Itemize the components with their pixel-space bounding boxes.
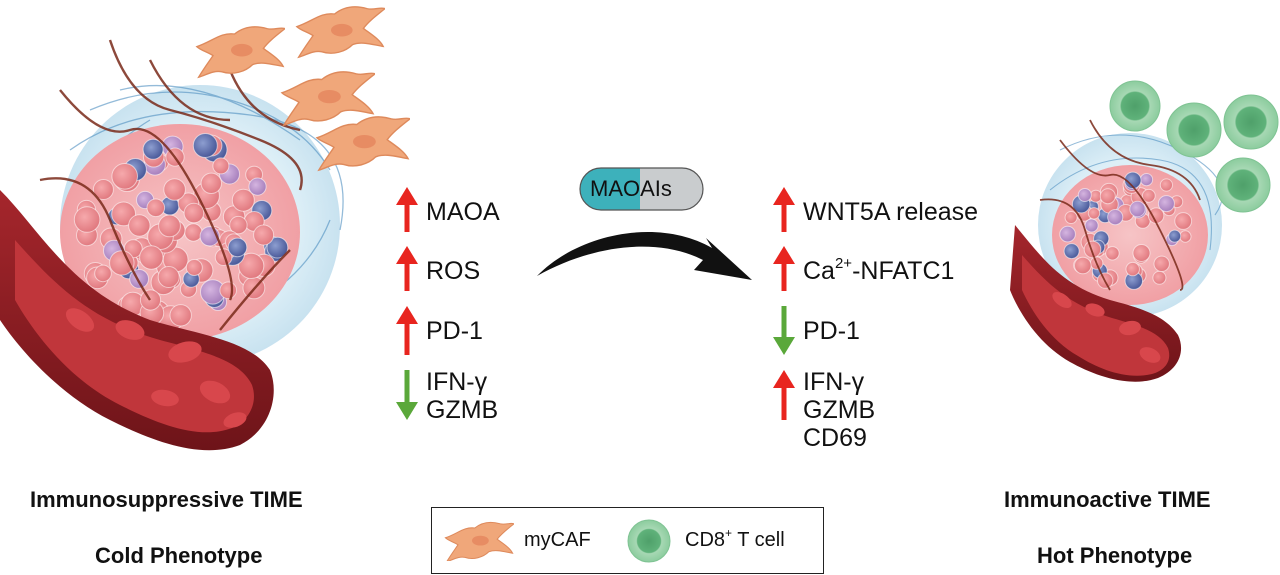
tumor-cell [1124, 171, 1142, 190]
up-arrow-icon [396, 187, 418, 232]
up-arrow-icon [396, 246, 418, 291]
tumor-cell [184, 223, 203, 242]
tumor-cell [227, 237, 248, 258]
left-marker-ros: ROS [426, 257, 481, 285]
right-marker-ca-nfatc1: Ca2+-NFATC1 [803, 254, 955, 285]
tumor-cell [1152, 270, 1167, 285]
tumor-cell [266, 236, 289, 259]
tumor-cell [1153, 255, 1170, 272]
tumor-cell [109, 250, 135, 276]
left-tumor-illustration [0, 39, 344, 451]
tumor-cell [139, 289, 162, 311]
right-marker-pd1: PD-1 [803, 317, 860, 345]
tumor-cell [111, 201, 136, 227]
tumor-cell [212, 157, 230, 175]
treatment-arrow [537, 232, 752, 280]
right-tumor-illustration [1010, 119, 1223, 382]
tumor-cell [1077, 188, 1092, 202]
right-marker-ifng: IFN-γ [803, 368, 865, 396]
right-marker-gzmb: GZMB [803, 396, 876, 424]
legend-label-cd8-t-cell: CD8+ T cell [685, 526, 785, 551]
tumor-cell [200, 172, 223, 195]
tumor-cell [94, 264, 112, 283]
tumor-cell [92, 179, 114, 200]
left-marker-ifng: IFN-γ [426, 368, 488, 396]
fibroblast-icon [444, 521, 514, 561]
tumor-cell [139, 245, 164, 270]
t-cell-icon [627, 519, 671, 563]
tumor-cell [192, 133, 218, 158]
tumor-cell [185, 259, 203, 276]
up-arrow-icon [773, 370, 795, 420]
up-arrow-icon [773, 246, 795, 291]
tumor-cell [229, 215, 248, 235]
maoai-pill-icon [579, 167, 704, 211]
up-arrow-icon [396, 306, 418, 355]
tumor-cell [1063, 243, 1080, 260]
tumor-cell [1107, 209, 1124, 226]
tumor-cell [1179, 230, 1192, 243]
tumor-cell [253, 224, 275, 246]
tumor-cell [142, 138, 164, 160]
tumor-cell [73, 206, 101, 233]
legend: myCAF CD8+ T cell [431, 507, 824, 574]
tumor-cell [111, 163, 138, 190]
right-panel-title: Immunoactive TIME [1004, 487, 1211, 512]
tumor-cell [219, 281, 237, 300]
tumor-cell [157, 266, 180, 288]
tumor-cell [1064, 211, 1078, 224]
tumor-cell [1125, 261, 1140, 277]
marker-arrows [396, 187, 795, 420]
left-marker-gzmb: GZMB [426, 396, 499, 424]
tumor-cell [1105, 246, 1120, 261]
tumor-cell [1074, 256, 1092, 275]
down-arrow-icon [773, 306, 795, 355]
tumor-cell [1129, 200, 1146, 218]
tumor-cell [128, 214, 151, 237]
tumor-cell [214, 248, 233, 267]
tumor-cell [1087, 207, 1101, 220]
down-arrow-icon [396, 370, 418, 420]
left-marker-pd1: PD-1 [426, 317, 483, 345]
tumor-cell [158, 214, 181, 238]
right-marker-cd69: CD69 [803, 424, 867, 452]
tumor-cell [163, 178, 186, 201]
tumor-cell [231, 188, 255, 212]
tumor-cell [1168, 229, 1182, 243]
tumor-cell [1139, 173, 1154, 187]
right-panel-subtitle: Hot Phenotype [1037, 543, 1193, 568]
treatment-label: MAOAIs [590, 176, 672, 201]
tumor-cell [1099, 188, 1116, 205]
left-panel-title: Immunosuppressive TIME [30, 487, 303, 512]
legend-label-mycaf: myCAF [524, 529, 591, 551]
tumor-cell [1083, 240, 1102, 259]
up-arrow-icon [773, 187, 795, 232]
tumor-cell [238, 252, 265, 279]
tumor-cell [1157, 195, 1175, 213]
tumor-cell [169, 304, 192, 327]
tumor-cell [1141, 188, 1156, 203]
tumor-cell [1159, 178, 1174, 192]
tumor-cell [1174, 212, 1193, 230]
tumor-cell [248, 177, 267, 196]
tumor-cell [1084, 218, 1099, 233]
tumor-cell [1132, 244, 1151, 262]
tumor-cell [1059, 225, 1076, 243]
left-panel-subtitle: Cold Phenotype [95, 543, 263, 568]
t-cell-cluster [1109, 80, 1279, 213]
right-marker-wnt5a: WNT5A release [803, 198, 979, 226]
left-marker-maoa: MAOA [426, 198, 500, 226]
tumor-cell [146, 198, 166, 218]
tumor-cell [183, 202, 205, 224]
